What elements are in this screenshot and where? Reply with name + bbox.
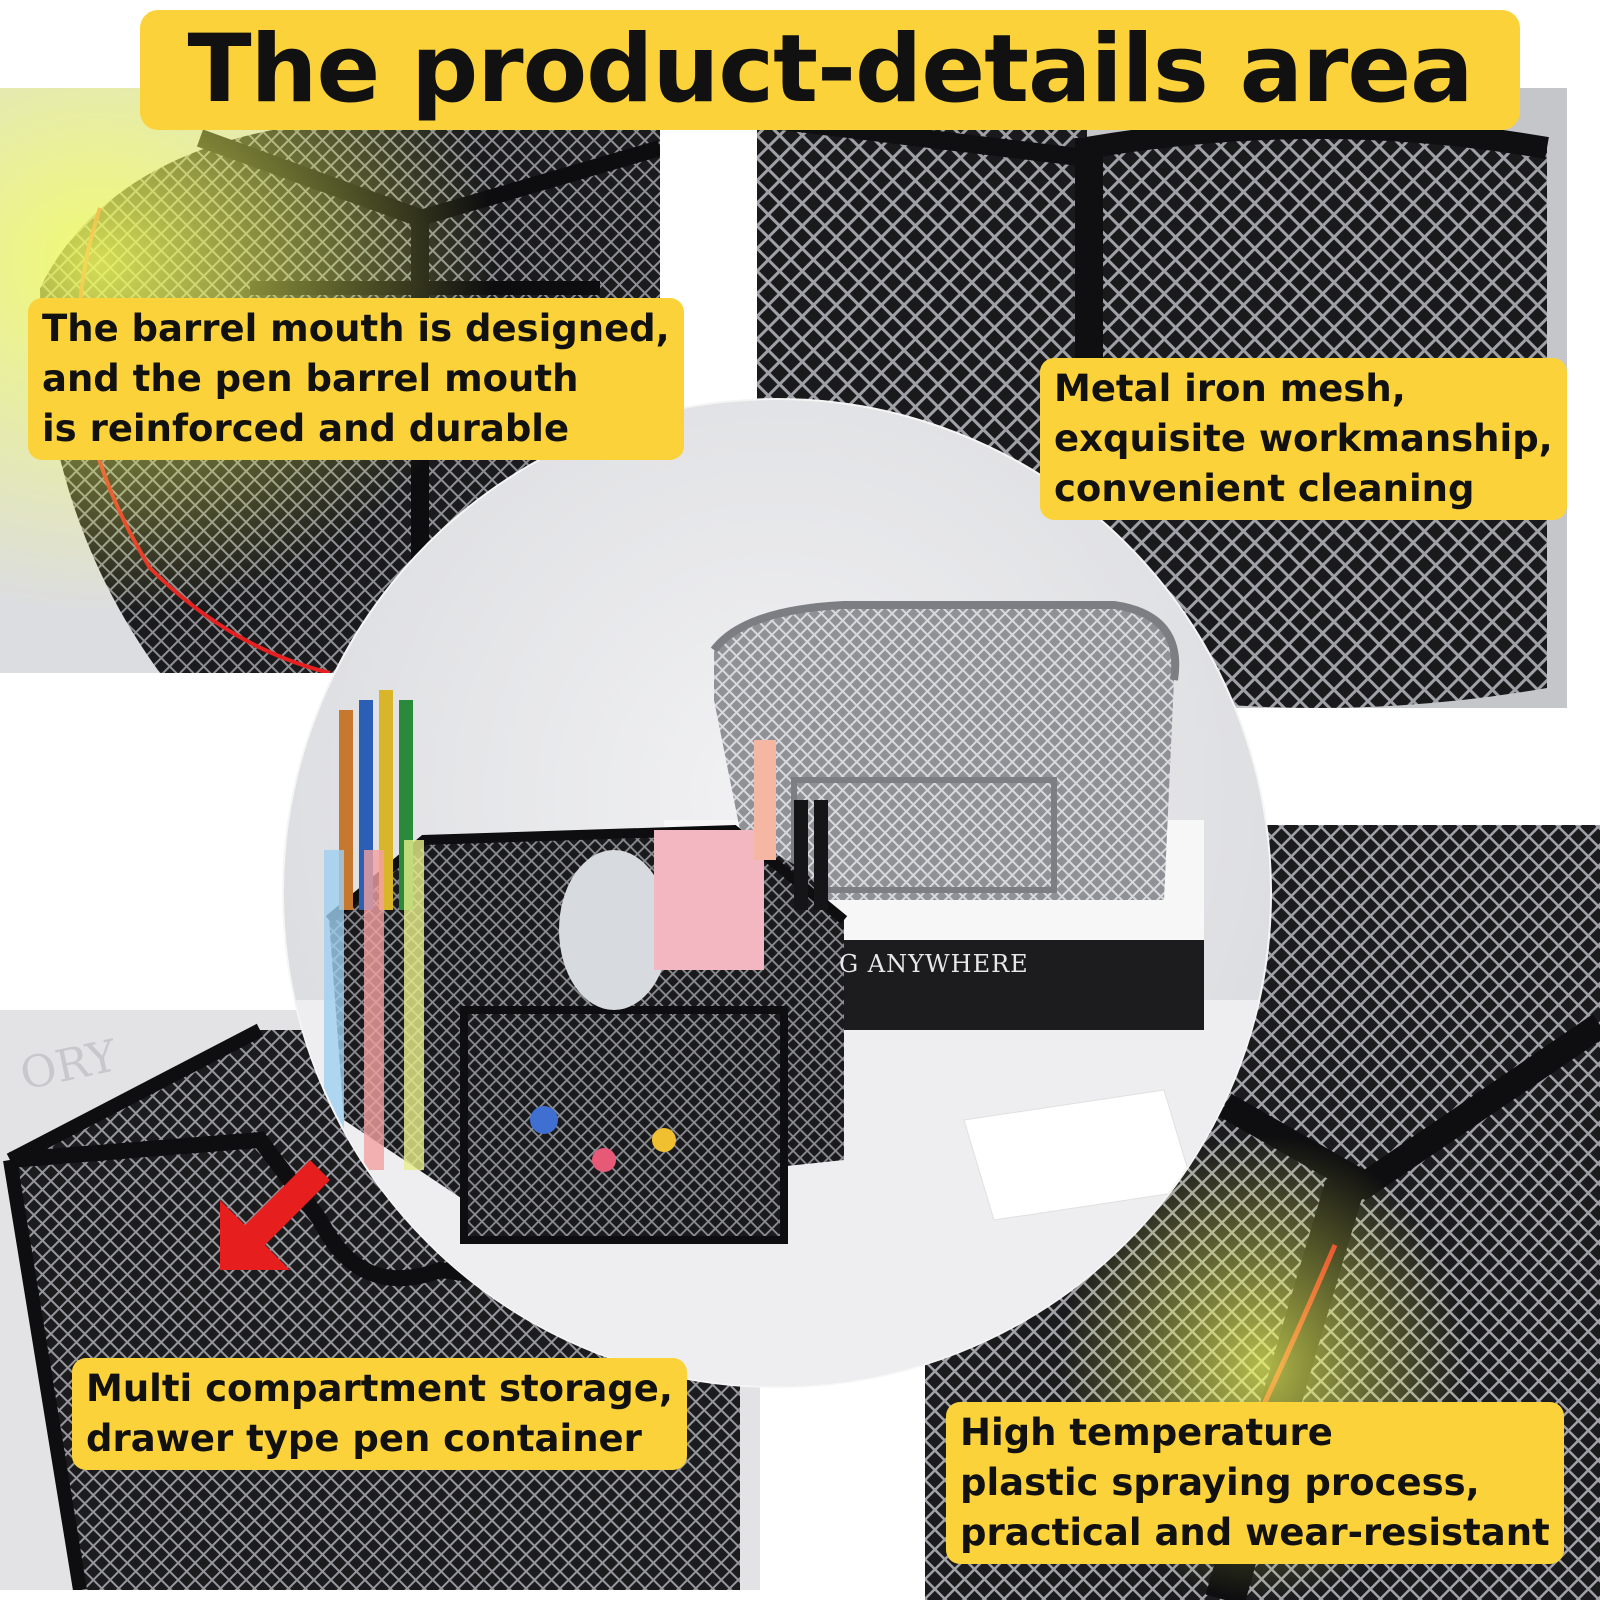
callout-high-temperature: High temperature plastic spraying proces… (946, 1402, 1564, 1564)
callout-line: convenient cleaning (1054, 467, 1475, 510)
callout-line: exquisite workmanship, (1054, 417, 1553, 460)
callout-line: drawer type pen container (86, 1417, 642, 1460)
callout-line: is reinforced and durable (42, 407, 570, 450)
callout-line: Metal iron mesh, (1054, 367, 1406, 410)
callout-barrel-mouth: The barrel mouth is designed, and the pe… (28, 298, 684, 460)
red-arrow-icon (220, 1160, 330, 1270)
callout-line: High temperature (960, 1411, 1333, 1454)
main-product-photo: G ANYWHERE (282, 398, 1272, 1388)
callout-line: practical and wear-resistant (960, 1511, 1550, 1554)
callout-line: Multi compartment storage, (86, 1367, 673, 1410)
book-spine-text: G ANYWHERE (839, 950, 1029, 978)
callout-line: and the pen barrel mouth (42, 357, 579, 400)
callout-line: The barrel mouth is designed, (42, 307, 670, 350)
callout-iron-mesh: Metal iron mesh, exquisite workmanship, … (1040, 358, 1567, 520)
callout-line: plastic spraying process, (960, 1461, 1480, 1504)
organizer-illustration (284, 601, 1270, 1386)
page-title: The product-details area (140, 10, 1520, 130)
callout-multi-compartment: Multi compartment storage, drawer type p… (72, 1358, 687, 1470)
